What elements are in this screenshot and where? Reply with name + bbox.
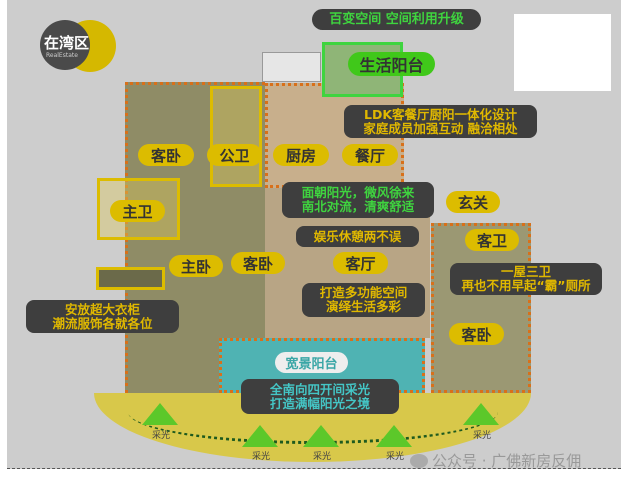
room-label-wide-balcony: 宽景阳台 bbox=[275, 352, 348, 373]
light-label: 采光 bbox=[386, 452, 405, 462]
headline-banner: 百变空间 空间利用升级 bbox=[312, 9, 481, 30]
room-label-kitchen: 厨房 bbox=[273, 144, 329, 166]
light-label: 采光 bbox=[473, 431, 492, 441]
note-leisure: 娱乐休憩两不误 bbox=[296, 226, 419, 247]
room-label-dining: 餐厅 bbox=[342, 144, 398, 166]
note-multifunction: 打造多功能空间演绎生活多彩 bbox=[302, 283, 425, 317]
wechat-icon bbox=[410, 453, 428, 468]
wardrobe-icon bbox=[96, 267, 165, 290]
public-bath-outline bbox=[210, 86, 262, 187]
room-label-entrance: 玄关 bbox=[446, 191, 500, 213]
room-label-guest-bath: 客卫 bbox=[465, 229, 519, 251]
laundry-area bbox=[262, 52, 321, 82]
room-label-living-room: 客厅 bbox=[333, 252, 388, 274]
sunlight-icon bbox=[303, 425, 339, 447]
sunlight-icon bbox=[376, 425, 412, 447]
light-label: 采光 bbox=[252, 452, 271, 462]
logo: 在湾区 RealEstate bbox=[40, 20, 120, 80]
note-wardrobe: 安放超大衣柜潮流服饰各就各位 bbox=[26, 300, 179, 333]
blank-panel bbox=[514, 14, 611, 91]
note-three-baths: 一屋三卫再也不用早起“霸”厕所 bbox=[450, 263, 602, 295]
room-label-guest-bedroom: 客卧 bbox=[231, 252, 285, 274]
logo-subtext: RealEstate bbox=[46, 52, 78, 59]
room-label-master-bath: 主卫 bbox=[110, 200, 165, 222]
sunlight-icon bbox=[242, 425, 278, 447]
sunlight-icon bbox=[463, 403, 499, 425]
light-label: 采光 bbox=[313, 452, 332, 462]
note-south-light: 全南向四开间采光打造满幅阳光之境 bbox=[241, 379, 399, 414]
watermark-text: 公众号 · 广佛新房反佣 bbox=[432, 452, 582, 470]
logo-text: 在湾区 bbox=[44, 34, 90, 52]
room-label-guest-bedroom: 客卧 bbox=[138, 144, 194, 166]
watermark: 公众号 · 广佛新房反佣 bbox=[410, 450, 581, 471]
room-label-public-bath: 公卫 bbox=[207, 144, 262, 166]
room-label-guest-bedroom: 客卧 bbox=[449, 323, 504, 345]
room-label-living-balcony: 生活阳台 bbox=[348, 52, 435, 76]
note-sunlight: 面朝阳光，微风徐来南北对流，清爽舒适 bbox=[282, 182, 434, 218]
light-label: 采光 bbox=[152, 431, 171, 441]
note-ldk: LDK客餐厅厨阳一体化设计家庭成员加强互动 融洽相处 bbox=[344, 105, 537, 138]
room-label-master-bedroom: 主卧 bbox=[169, 255, 223, 277]
sunlight-icon bbox=[142, 403, 178, 425]
